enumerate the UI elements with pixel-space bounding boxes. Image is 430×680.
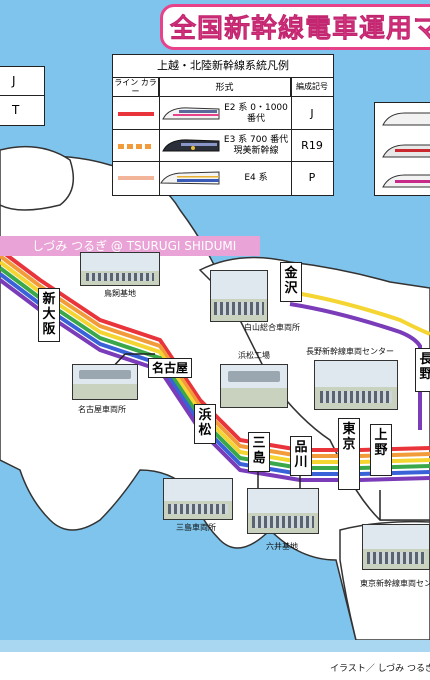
line-color-swatch: [118, 176, 154, 180]
line-color-swatch: [118, 112, 154, 116]
station-label: 長野: [415, 348, 430, 392]
legend-row: E3 系 700 番代 現美新幹線 R19: [113, 130, 333, 162]
legend-train-code: J: [310, 107, 314, 120]
facility-image: [72, 364, 138, 400]
facility-label: 長野新幹線車両センター: [306, 347, 394, 356]
genbi-train-icon: [162, 139, 220, 152]
land-islet: [0, 145, 75, 211]
hokuriku-line: [289, 290, 430, 336]
station-label: 浜松: [194, 404, 216, 444]
artist-watermark: しづみ つるぎ @ TSURUGI SHIDUMI: [0, 236, 260, 256]
station-label: 品川: [290, 436, 312, 476]
facility-label: 鳥飼基地: [104, 289, 136, 298]
right-legend-panel: [374, 102, 430, 196]
facility-label: 三島車両所: [176, 523, 216, 532]
facility-label: 名古屋車両所: [78, 405, 126, 414]
facility-image: [220, 364, 288, 408]
facility-image: [210, 270, 268, 322]
legend-table: 上越・北陸新幹線系統凡例 ライン カラー 形式 編成記号 E2 系 0・1000…: [112, 54, 334, 196]
station-label: 新大阪: [38, 288, 60, 342]
station-label: 名古屋: [148, 358, 192, 378]
facility-image: [314, 360, 398, 410]
legend-train-name: E2 系 0・1000 番代: [224, 103, 288, 124]
e2-train-icon: [162, 107, 220, 120]
facility-image: [163, 478, 233, 520]
legend-header-code: 編成記号: [291, 77, 333, 97]
legend-row: E2 系 0・1000 番代 J: [113, 98, 333, 130]
station-label: 金沢: [280, 262, 302, 302]
facility-label: 六井基地: [266, 542, 298, 551]
station-label: 上野: [370, 424, 392, 476]
illustration-credit: イラスト／ しづみ つるぎ: [330, 664, 430, 674]
facility-image: [247, 488, 319, 534]
line-color-swatch: [118, 144, 154, 149]
legend-train-name: E3 系 700 番代 現美新幹線: [223, 135, 289, 156]
legend-train-name: E4 系: [244, 172, 268, 183]
legend-header-type: 形式: [159, 77, 291, 97]
right-legend-trains: [382, 112, 430, 188]
station-label: 東京: [338, 418, 360, 490]
facility-label: 東京新幹線車両センター: [360, 579, 430, 588]
left-legend-row: J: [0, 67, 44, 96]
facility-image: [362, 524, 430, 570]
title-banner: [160, 4, 430, 50]
facility-label: 浜松工場: [238, 351, 270, 360]
facility-image: [80, 252, 160, 286]
station-label: 三島: [248, 432, 270, 472]
left-legend-panel: J T: [0, 66, 45, 126]
facility-label: 白山総合車両所: [244, 323, 300, 332]
legend-train-code: P: [308, 171, 316, 184]
legend-train-code: R19: [301, 139, 323, 152]
e4-train-icon: [160, 171, 220, 185]
left-legend-row: T: [12, 103, 20, 117]
legend-row: E4 系 P: [113, 162, 333, 194]
footer-band: [0, 652, 430, 680]
legend-header-color: ライン カラー: [113, 77, 159, 97]
map-title: 全国新幹線電車運用マ: [170, 14, 430, 45]
nagano-line: [289, 302, 422, 430]
legend-title: 上越・北陸新幹線系統凡例: [113, 55, 333, 78]
